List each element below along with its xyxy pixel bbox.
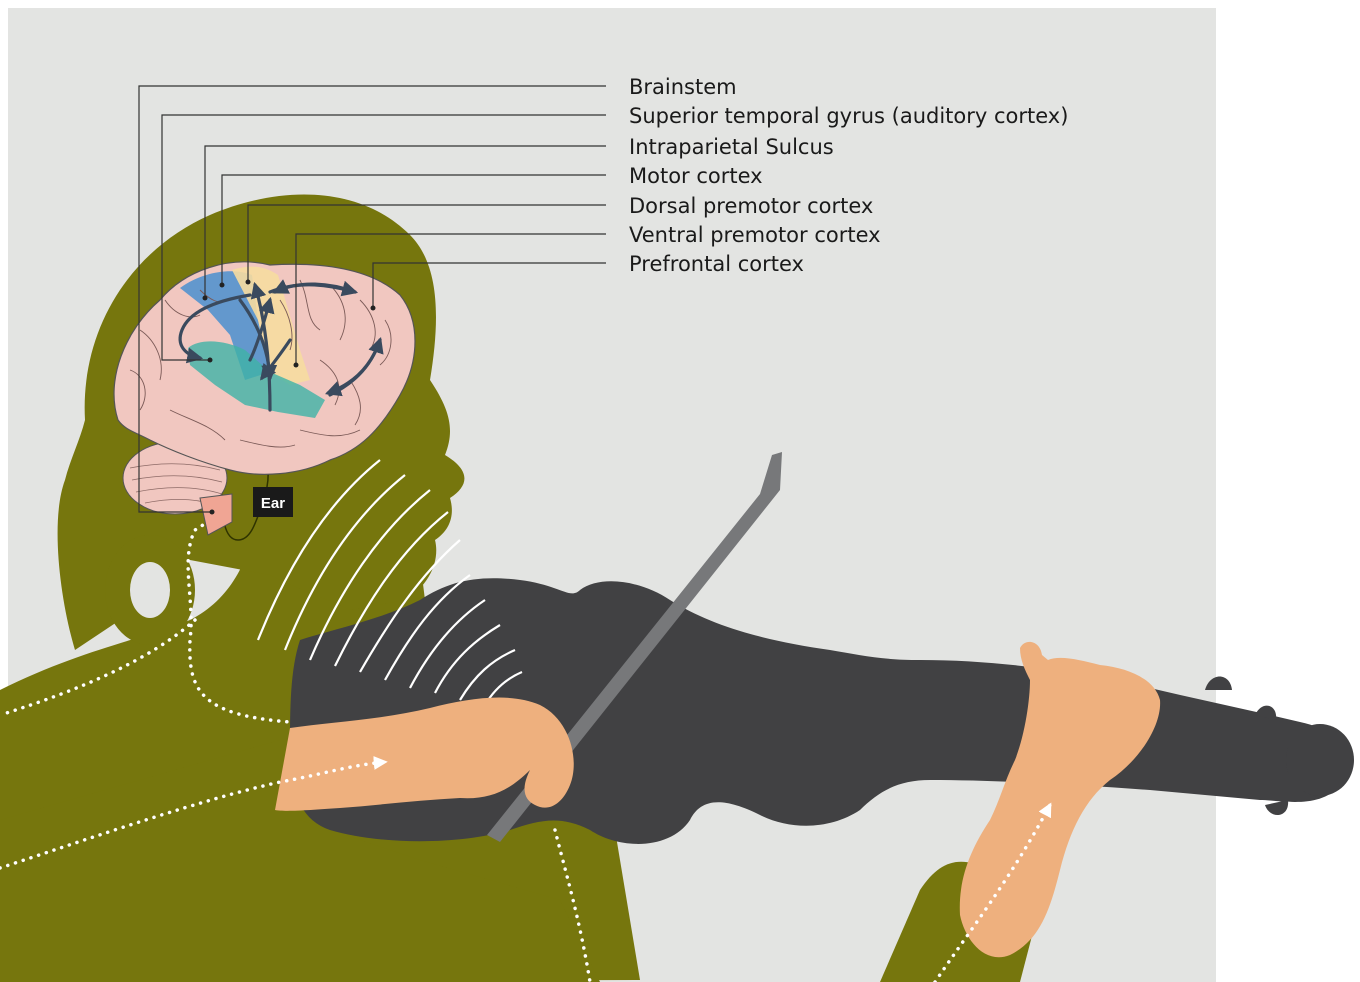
hair-bun-shadow	[130, 562, 170, 618]
label-superior-temporal-gyrus: Superior temporal gyrus (auditory cortex…	[629, 104, 1068, 128]
label-motor-cortex: Motor cortex	[629, 164, 763, 188]
label-intraparietal-sulcus: Intraparietal Sulcus	[629, 135, 834, 159]
label-ventral-premotor-cortex: Ventral premotor cortex	[629, 223, 881, 247]
violin-peg-3	[1265, 800, 1288, 815]
ear-label: Ear	[261, 495, 285, 512]
violin-scroll	[1286, 724, 1354, 796]
label-brainstem: Brainstem	[629, 75, 737, 99]
label-dorsal-premotor-cortex: Dorsal premotor cortex	[629, 194, 873, 218]
label-prefrontal-cortex: Prefrontal cortex	[629, 252, 804, 276]
